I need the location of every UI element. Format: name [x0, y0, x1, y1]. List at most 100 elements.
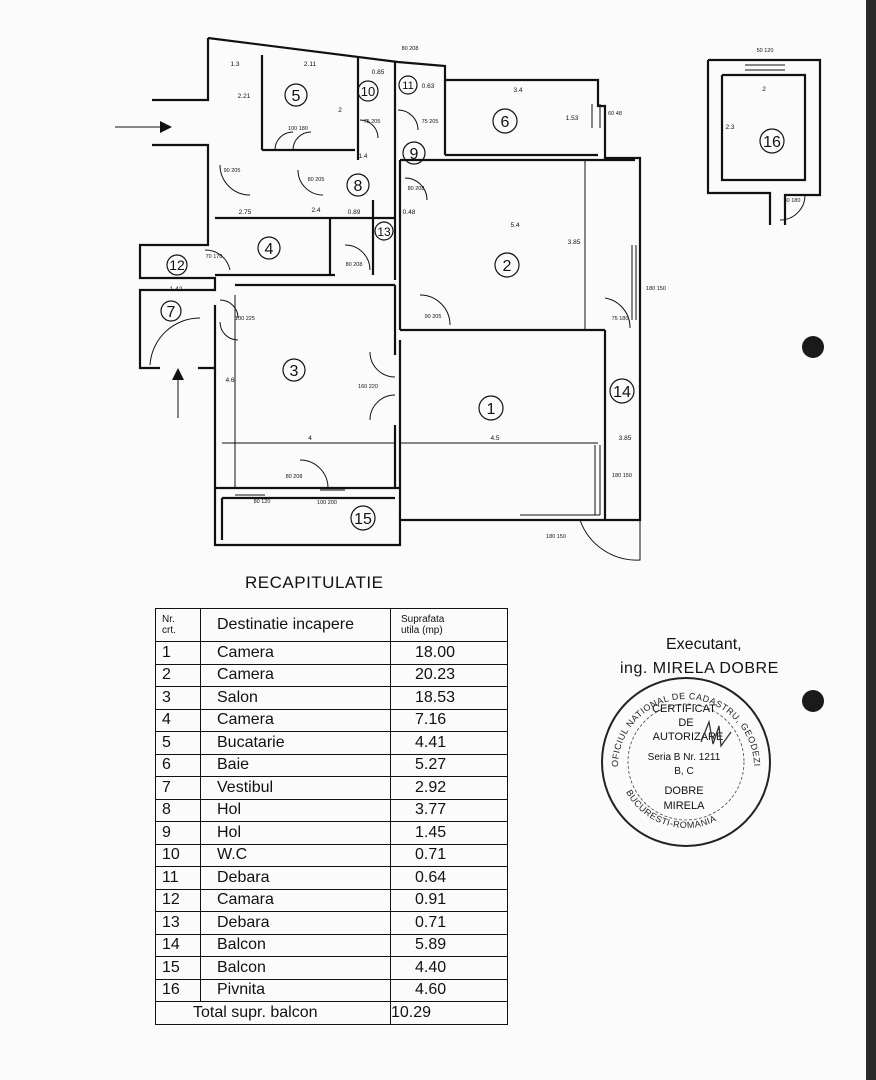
row-area: 4.60 — [390, 978, 508, 1002]
dim-label: 0.48 — [403, 209, 416, 216]
scanner-edge — [866, 0, 876, 1080]
row-area: 18.00 — [390, 641, 508, 665]
row-area: 2.92 — [390, 776, 508, 800]
row-destination: Balcon — [200, 956, 391, 980]
room-label-5: 5 — [292, 88, 301, 105]
row-number: 11 — [155, 866, 201, 890]
row-area: 7.16 — [390, 708, 508, 732]
dim-label: 5.4 — [510, 222, 519, 229]
row-destination: Camera — [200, 708, 391, 732]
room-label-2: 2 — [503, 258, 512, 275]
executant-label: Executant, — [666, 636, 742, 653]
row-destination: Salon — [200, 686, 391, 710]
stamp-line: DOBRE — [664, 785, 703, 797]
door-label: 75 205 — [364, 119, 381, 125]
row-number: 13 — [155, 911, 201, 935]
row-destination: Balcon — [200, 933, 391, 957]
room-label-13: 13 — [377, 225, 391, 239]
engineer-name: ing. MIRELA DOBRE — [620, 660, 779, 677]
door-label: 160 220 — [358, 384, 378, 390]
dim-label: 0.85 — [372, 69, 385, 76]
row-area: 4.40 — [390, 956, 508, 980]
dim-label: 4 — [308, 435, 312, 442]
dim-label: 3.85 — [568, 239, 581, 246]
row-number: 6 — [155, 753, 201, 777]
door-label: 100 180 — [288, 126, 308, 132]
row-destination: Baie — [200, 753, 391, 777]
row-area: 5.89 — [390, 933, 508, 957]
total-label: Total supr. balcon — [155, 1001, 391, 1025]
room-label-4: 4 — [265, 241, 274, 258]
row-area: 3.77 — [390, 798, 508, 822]
door-label: 60 48 — [608, 111, 622, 117]
door-label: 100 225 — [235, 316, 255, 322]
row-area: 18.53 — [390, 686, 508, 710]
row-number: 4 — [155, 708, 201, 732]
stamp-line: MIRELA — [664, 800, 706, 812]
dim-label: 1.3 — [230, 61, 239, 68]
dim-label: 4.6 — [225, 377, 234, 384]
dim-label: 2 — [762, 86, 766, 93]
row-number: 5 — [155, 731, 201, 755]
header-destination: Destinatie incapere — [200, 608, 391, 642]
recap-title: RECAPITULATIE — [245, 573, 384, 592]
floor-plan: 1 2 3 4 5 6 7 8 9 10 11 12 13 14 15 16 1… — [115, 36, 822, 561]
dim-label: 2.75 — [239, 209, 252, 216]
dim-label: 2.3 — [725, 124, 734, 131]
door-label: 80 208 — [286, 474, 303, 480]
row-area: 4.41 — [390, 731, 508, 755]
row-destination: Camera — [200, 663, 391, 687]
stamp-line: AUTORIZARE — [653, 731, 724, 743]
row-destination: Camara — [200, 888, 391, 912]
row-area: 1.45 — [390, 821, 508, 845]
row-number: 14 — [155, 933, 201, 957]
official-stamp: OFICIUL NATIONAL DE CADASTRU, GEODEZIE S… — [596, 672, 771, 847]
dim-label: 0.89 — [348, 209, 361, 216]
row-number: 3 — [155, 686, 201, 710]
door-label: 80 208 — [346, 262, 363, 268]
room-label-3: 3 — [290, 363, 299, 380]
row-destination: Bucatarie — [200, 731, 391, 755]
dim-label: 1.4 — [358, 153, 367, 160]
door-label: 75 180 — [612, 316, 629, 322]
door-label: 180 150 — [646, 286, 666, 292]
row-number: 9 — [155, 821, 201, 845]
row-number: 8 — [155, 798, 201, 822]
signature-scribble — [700, 719, 732, 748]
dim-label: 3.4 — [513, 87, 522, 94]
row-area: 0.64 — [390, 866, 508, 890]
room-label-14: 14 — [613, 384, 631, 401]
dim-label: 1.42 — [170, 286, 183, 293]
dim-label: 2.4 — [311, 207, 320, 214]
row-destination: W.C — [200, 843, 391, 867]
row-destination: Hol — [200, 821, 391, 845]
row-area: 0.71 — [390, 843, 508, 867]
door-label: 90 205 — [425, 314, 442, 320]
door-label: 80 205 — [308, 177, 325, 183]
row-destination: Pivnita — [200, 978, 391, 1002]
door-label: 180 150 — [546, 534, 566, 540]
row-number: 16 — [155, 978, 201, 1002]
punch-hole-bottom — [802, 690, 824, 712]
row-destination: Debara — [200, 866, 391, 890]
door-label: 70 170 — [206, 254, 223, 260]
punch-hole-top — [802, 336, 824, 358]
header-surface: Suprafata utila (mp) — [390, 608, 508, 642]
total-value: 10.29 — [390, 1001, 508, 1025]
row-destination: Debara — [200, 911, 391, 935]
row-area: 0.91 — [390, 888, 508, 912]
room-label-10: 10 — [361, 84, 375, 99]
door-label: 80 208 — [408, 186, 425, 192]
room-label-7: 7 — [167, 304, 176, 321]
row-number: 15 — [155, 956, 201, 980]
stamp-line: DE — [678, 717, 693, 729]
row-area: 20.23 — [390, 663, 508, 687]
room-label-11: 11 — [402, 80, 413, 92]
